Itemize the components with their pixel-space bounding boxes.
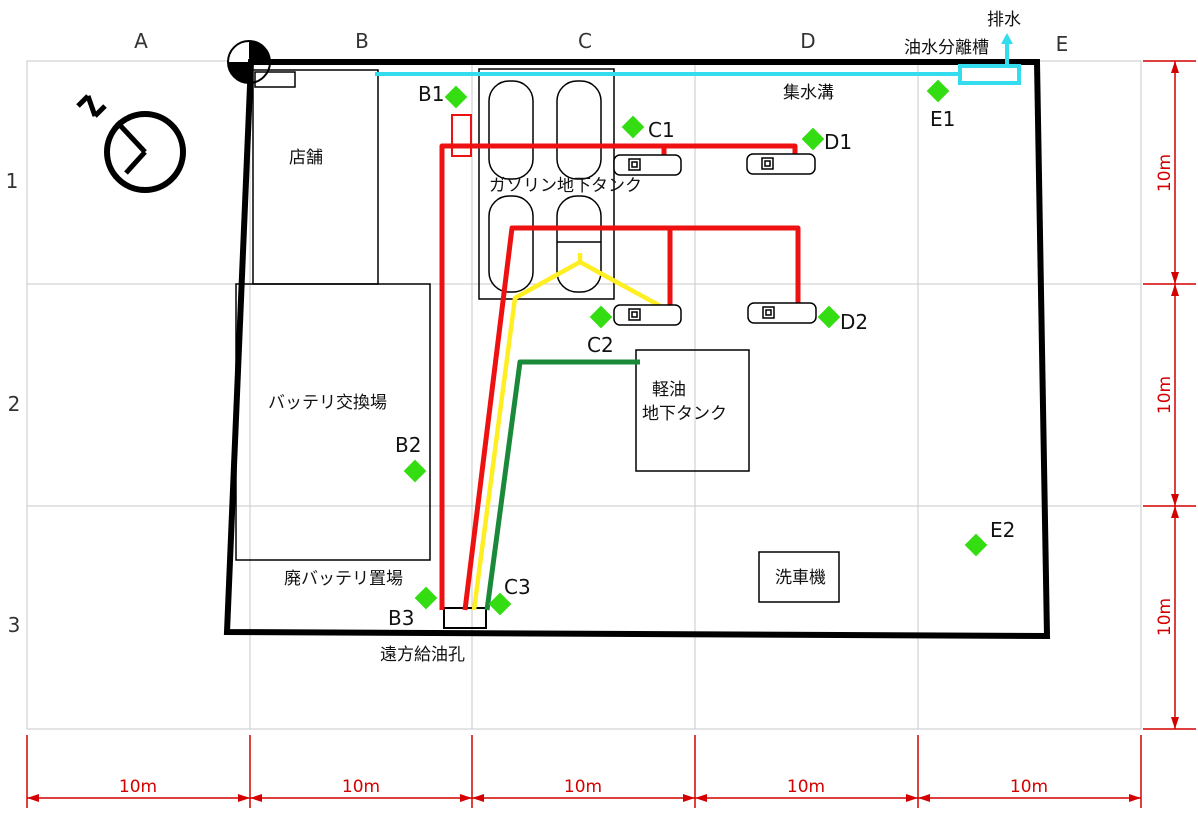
horizontal-dimension-5: 10m	[1010, 777, 1048, 797]
sampling-label-b3: B3	[388, 606, 414, 630]
vertical-dimension-3: 10m	[1155, 598, 1175, 636]
sampling-label-c3: C3	[504, 575, 531, 599]
row-label-2: 2	[8, 392, 21, 416]
gasoline-tank-area	[478, 68, 615, 300]
sampling-label-b2: B2	[395, 433, 421, 457]
sampling-label-c1: C1	[648, 118, 675, 142]
oil-water-separator	[958, 64, 1021, 85]
sampling-point-b2	[403, 459, 427, 483]
sampling-point-e2	[964, 533, 988, 557]
sampling-label-d1: D1	[824, 130, 852, 154]
sampling-point-b1	[444, 85, 468, 109]
shop-label: 店舗	[289, 148, 323, 168]
gutter-label: 集水溝	[783, 83, 834, 103]
sampling-point-c1	[621, 115, 645, 139]
horizontal-dimension-1: 10m	[119, 777, 157, 797]
car-wash	[758, 551, 840, 603]
dispenser-icon	[613, 154, 682, 176]
gasoline-pipes	[439, 143, 801, 611]
column-label-d: D	[800, 29, 815, 53]
facilities	[235, 68, 840, 629]
vertical-dimension-1: 10m	[1155, 154, 1175, 192]
diesel-pipe	[484, 359, 640, 611]
diesel-tank-label-2: 地下タンク	[642, 404, 727, 424]
shop-corner-box	[254, 71, 296, 88]
kerosene-pipe	[471, 259, 666, 611]
sampling-label-b1: B1	[418, 82, 444, 106]
diesel-tank	[635, 349, 750, 472]
dispenser-icon	[747, 302, 817, 324]
gasoline-tank-label: ガソリン地下タンク	[489, 176, 642, 196]
diesel-tank-label-1: 軽油	[652, 380, 686, 400]
sampling-point-c2	[589, 305, 613, 329]
waste-battery-label: 廃バッテリ置場	[284, 569, 403, 589]
column-label-e: E	[1056, 32, 1069, 56]
north-arrow-icon	[76, 94, 186, 193]
site-boundary	[223, 59, 1051, 640]
shop-building	[252, 69, 379, 285]
remote-fill-label: 遠方給油孔	[380, 645, 465, 665]
remote-fill-port	[443, 607, 487, 629]
sampling-label-d2: D2	[840, 310, 868, 334]
sampling-points: B1 C1 D1 E1 C2 D2 B2 E2 B3 C3	[388, 79, 1015, 630]
vertical-dimensions	[1143, 60, 1196, 730]
row-label-1: 1	[6, 169, 19, 193]
horizontal-dimension-4: 10m	[787, 777, 825, 797]
drain-line	[375, 33, 1021, 85]
separator-label: 油水分離槽	[904, 38, 989, 58]
dispenser-icon	[746, 153, 816, 175]
battery-exchange-area	[235, 283, 431, 561]
horizontal-dimensions	[26, 735, 1142, 808]
vertical-dimension-2: 10m	[1155, 376, 1175, 414]
sampling-label-e2: E2	[990, 518, 1015, 542]
sampling-point-c3	[488, 592, 512, 616]
grid-labels: A B C D E 1 2 3	[6, 29, 1069, 637]
column-label-c: C	[578, 29, 592, 53]
sampling-point-d2	[817, 305, 841, 329]
drain-label: 排水	[987, 10, 1021, 30]
car-wash-label: 洗車機	[775, 568, 826, 588]
gasoline-inlet-box	[451, 114, 472, 157]
sampling-label-c2: C2	[587, 333, 614, 357]
row-label-3: 3	[8, 613, 21, 637]
battery-exchange-label: バッテリ交換場	[268, 393, 387, 413]
column-label-b: B	[355, 29, 369, 53]
horizontal-dimension-2: 10m	[342, 777, 380, 797]
facility-labels: 排水 油水分離槽 集水溝 店舗 ガソリン地下タンク バッテリ交換場 廃バッテリ置…	[268, 10, 1021, 665]
dispenser-icon	[613, 304, 682, 326]
sampling-point-d1	[801, 127, 825, 151]
sampling-label-e1: E1	[930, 107, 955, 131]
dispensers	[613, 153, 817, 326]
column-label-a: A	[134, 29, 148, 53]
sampling-point-e1	[926, 79, 950, 103]
sampling-point-b3	[414, 586, 438, 610]
horizontal-dimension-3: 10m	[564, 777, 602, 797]
